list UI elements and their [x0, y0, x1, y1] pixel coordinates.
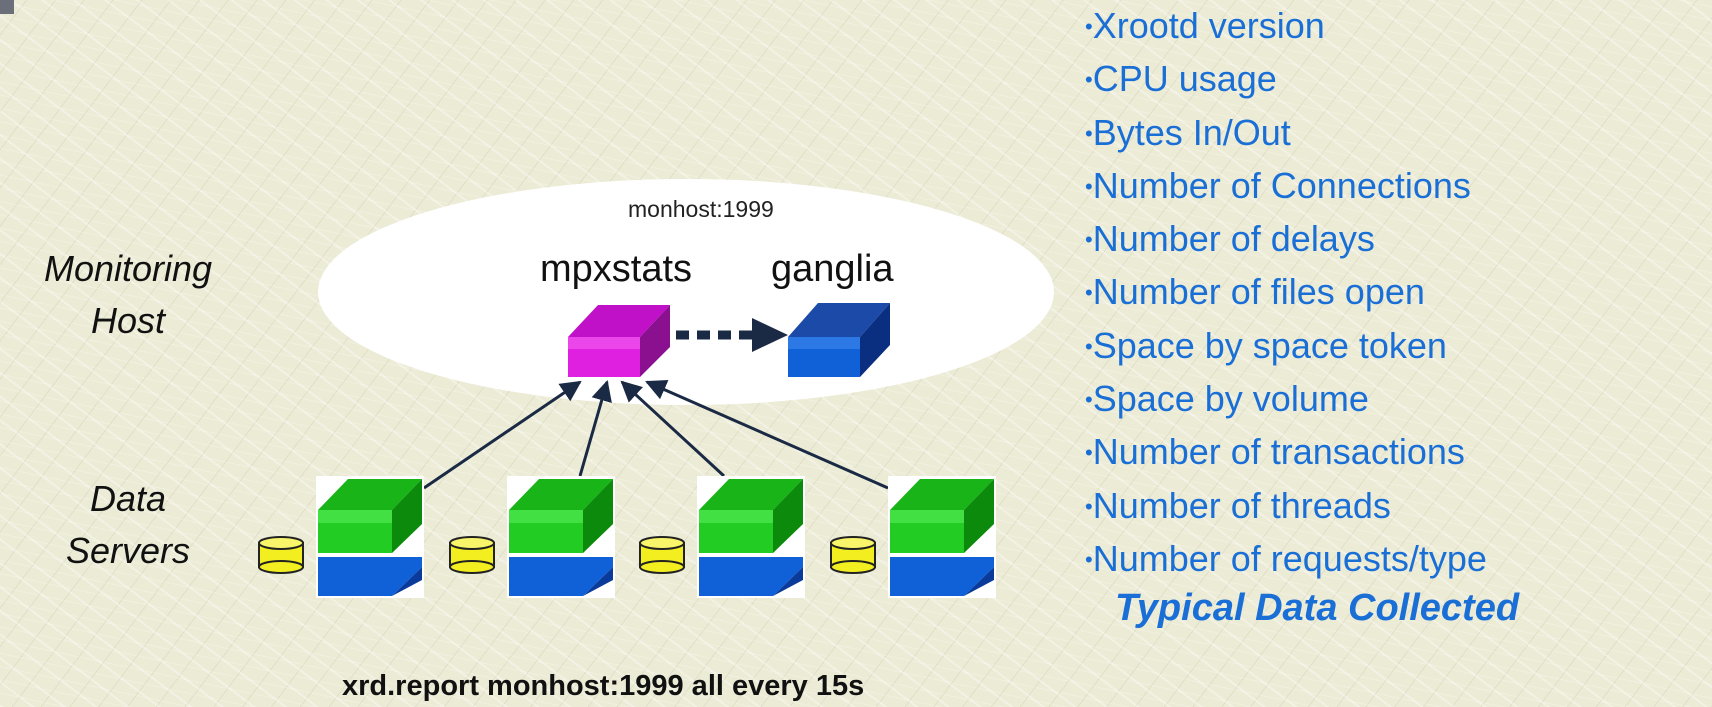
- mpxstats-box[interactable]: [568, 305, 670, 377]
- data-servers-label: Data Servers: [18, 473, 238, 577]
- list-item: •Number of delays: [1085, 218, 1375, 260]
- list-item: •Number of requests/type: [1085, 537, 1487, 579]
- bullet-icon: •: [1085, 280, 1093, 306]
- slide-corner-mark: [0, 0, 14, 14]
- data-servers-label-line-2: Servers: [65, 530, 191, 572]
- ganglia-label: ganglia: [771, 248, 894, 290]
- bullet-icon: •: [1085, 173, 1093, 199]
- list-item: •Number of files open: [1085, 271, 1425, 313]
- report-arrow-3: [620, 380, 726, 478]
- bullet-icon: •: [1085, 387, 1093, 413]
- disk-icon: [258, 536, 304, 574]
- list-item: •Number of transactions: [1085, 431, 1465, 473]
- disk-icon: [830, 536, 876, 574]
- disk-icon: [639, 536, 685, 574]
- monitoring-host-label: Monitoring Host: [8, 243, 248, 347]
- list-item: •Number of threads: [1085, 484, 1391, 526]
- monitor-address: monhost:1999: [628, 196, 774, 222]
- disk-icon: [449, 536, 495, 574]
- bullet-icon: •: [1085, 546, 1093, 572]
- stats-list: •Xrootd version •CPU usage •Bytes In/Out…: [1085, 0, 1487, 586]
- bullet-icon: •: [1085, 440, 1093, 466]
- report-directive: xrd.report monhost:1999 all every 15s: [342, 670, 865, 702]
- monitoring-host-label-line-2: Host: [90, 300, 166, 342]
- report-arrow-1: [423, 380, 582, 490]
- list-item: •Xrootd version: [1085, 5, 1325, 46]
- bullet-icon: •: [1085, 493, 1093, 519]
- list-item: •Number of Connections: [1085, 164, 1471, 206]
- bullet-icon: •: [1085, 120, 1093, 146]
- data-servers-label-line-1: Data: [89, 478, 167, 519]
- bullet-icon: •: [1085, 14, 1093, 39]
- bullet-icon: •: [1085, 67, 1093, 93]
- bullet-icon: •: [1085, 333, 1093, 359]
- list-item: •Space by space token: [1085, 324, 1447, 366]
- server-icon[interactable]: [507, 476, 615, 598]
- server-icon[interactable]: [888, 476, 996, 598]
- list-item: •Bytes In/Out: [1085, 111, 1291, 153]
- report-arrow-2: [578, 379, 612, 477]
- report-arrow-4: [645, 379, 889, 490]
- dotted-arrow-head: [752, 318, 788, 352]
- stats-caption: Typical Data Collected: [1115, 587, 1520, 629]
- server-icon[interactable]: [316, 476, 424, 598]
- server-icon[interactable]: [697, 476, 805, 598]
- ganglia-box[interactable]: [788, 303, 890, 377]
- bullet-icon: •: [1085, 227, 1093, 253]
- list-item: •CPU usage: [1085, 58, 1277, 100]
- monitoring-host-label-line-1: Monitoring: [43, 248, 213, 289]
- list-item: •Space by volume: [1085, 378, 1369, 420]
- mpxstats-label: mpxstats: [540, 248, 693, 290]
